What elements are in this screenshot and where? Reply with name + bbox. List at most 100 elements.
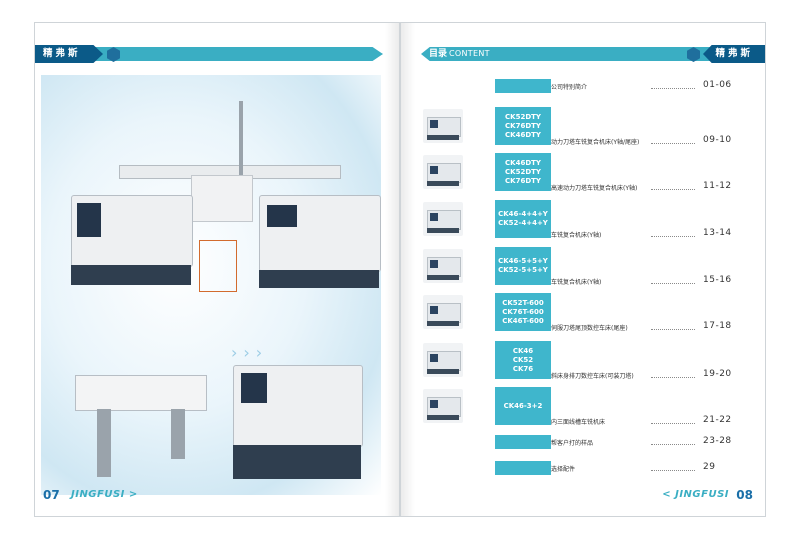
toc-section-title: 车铣复合机床(Y轴) [551, 279, 602, 286]
machine-thumbnail [423, 295, 463, 329]
model-name: CK76DTY [505, 176, 541, 185]
thumbnail-part [430, 120, 438, 128]
thumbnail-part [430, 213, 438, 221]
bar-feeder-legs [97, 409, 111, 477]
conveyor [199, 240, 237, 292]
gantry-column [239, 101, 243, 181]
machine-thumbnail [423, 249, 463, 283]
toc-page-range: 11-12 [703, 181, 732, 191]
hexagon-decoration [687, 47, 700, 62]
left-page: 精弗斯 ››› 07 JINGFUSI > [34, 22, 400, 517]
machine-thumbnail [423, 343, 463, 377]
bar-feeder [75, 375, 207, 411]
thumbnail-part [430, 400, 438, 408]
brand-name: 精弗斯 [43, 48, 81, 59]
thumbnail-part [427, 415, 459, 420]
model-name: CK46DTY [505, 130, 541, 139]
thumbnail-part [427, 181, 459, 186]
brand-name: 精弗斯 [715, 48, 753, 59]
toc-page-range: 13-14 [703, 228, 732, 238]
thumbnail-part [427, 369, 459, 374]
gutter-shadow [401, 23, 415, 516]
thumbnail-part [430, 306, 438, 314]
footer-brand: < JINGFUSI [662, 489, 729, 500]
header-bar [421, 47, 711, 61]
toc-title-en: CONTENT [449, 49, 490, 58]
toc-section-title: 公司特别简介 [551, 84, 588, 91]
control-panel [77, 203, 101, 237]
dot-leader [651, 143, 695, 144]
model-name: CK46-5+5+Y [498, 257, 548, 265]
dot-leader [651, 470, 695, 471]
thumbnail-part [430, 166, 438, 174]
toc-page-range: 23-28 [703, 436, 732, 446]
toc-entry[interactable]: 选择配件 29 [401, 461, 765, 475]
toc-page-range: 17-18 [703, 321, 732, 331]
footer-brand: JINGFUSI > [71, 489, 138, 500]
toc-section-title: 高速动力刀塔车铣复合机床(Y轴) [551, 185, 638, 192]
model-name: CK46T-600 [502, 316, 544, 325]
model-name: CK52T-600 [502, 298, 544, 307]
header-brand-tab [35, 45, 103, 63]
dot-leader [651, 88, 695, 89]
machine-thumbnail [423, 109, 463, 143]
toc-page-range: 09-10 [703, 135, 732, 145]
model-name: CK52-4+4+Y [498, 219, 548, 227]
toc-page-range: 29 [703, 462, 716, 472]
model-name: CK46-4+4+Y [498, 210, 548, 218]
model-name: CK52-5+5+Y [498, 266, 548, 274]
toc-page-range: 19-20 [703, 369, 732, 379]
model-box: CK46-3+2 [495, 387, 551, 425]
machine-thumbnail [423, 155, 463, 189]
header-bar [35, 47, 383, 61]
gantry-box [191, 175, 253, 222]
thumbnail-part [427, 228, 459, 233]
thumbnail-part [430, 260, 438, 268]
dot-leader [651, 423, 695, 424]
hexagon-decoration [107, 47, 120, 62]
model-name: CK52DTY [505, 167, 541, 176]
dot-leader [651, 189, 695, 190]
thumbnail-part [430, 354, 438, 362]
toc-section-title: 选择配件 [551, 466, 576, 473]
toc-section-title: 车铣复合机床(Y轴) [551, 232, 602, 239]
machine-thumbnail [423, 202, 463, 236]
toc-entry[interactable]: 帮客户打的样品 23-28 [401, 435, 765, 449]
toc-page-range: 15-16 [703, 275, 732, 285]
toc-section-title: 内三面线槽车铣机床 [551, 419, 606, 426]
machine-base [259, 270, 379, 288]
model-name: CK46 [512, 346, 534, 355]
page-number: 08 [736, 488, 753, 502]
model-name: CK76T-600 [502, 307, 544, 316]
machine-thumbnail [423, 389, 463, 423]
page-number: 07 [43, 488, 60, 502]
dot-leader [651, 236, 695, 237]
model-box [495, 435, 551, 449]
model-name: CK52 [512, 355, 534, 364]
header-brand-tab [703, 45, 765, 63]
machine-base [233, 445, 361, 479]
model-name: CK52DTY [505, 112, 541, 121]
arrow-decoration-icon: ››› [231, 343, 269, 362]
control-panel [267, 205, 297, 227]
model-name: CK76DTY [505, 121, 541, 130]
dot-leader [651, 444, 695, 445]
bar-feeder-legs [171, 409, 185, 459]
dot-leader [651, 283, 695, 284]
toc-page-range: 21-22 [703, 415, 732, 425]
dot-leader [651, 329, 695, 330]
toc-page-range: 01-06 [703, 80, 732, 90]
toc-section-title: 帮客户打的样品 [551, 440, 594, 447]
toc-entry[interactable]: 公司特别简介 01-06 [401, 79, 765, 93]
